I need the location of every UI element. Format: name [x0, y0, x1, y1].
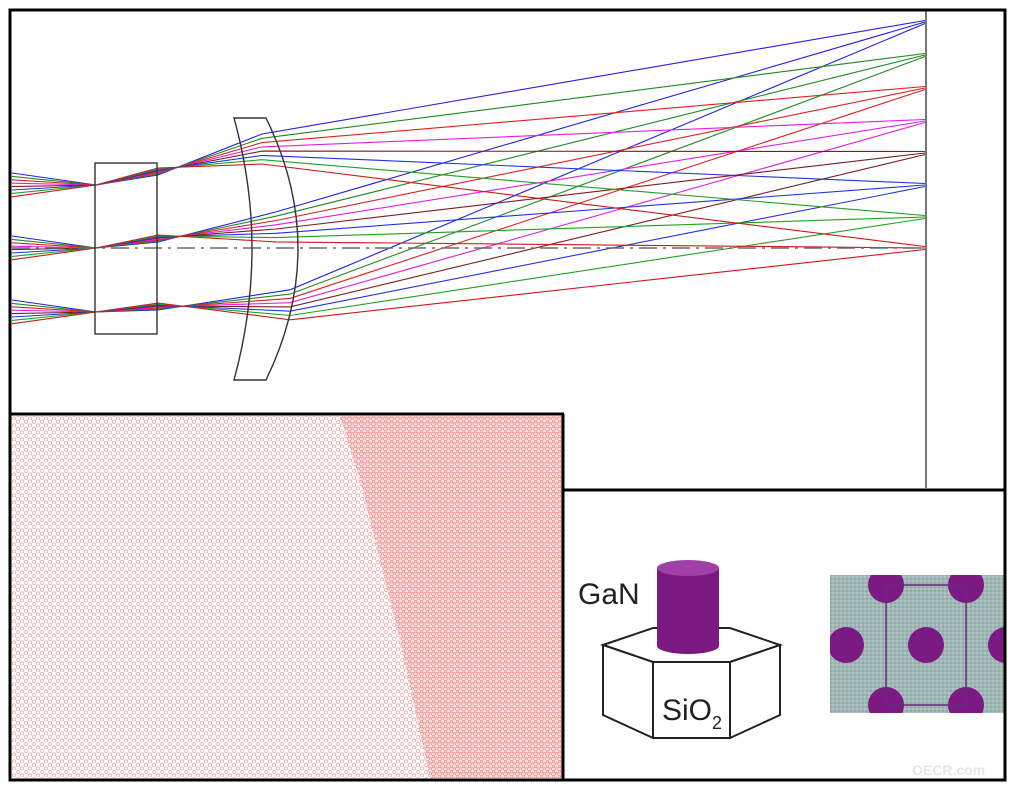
ray-line: [11, 248, 926, 325]
lattice-top-view: [830, 575, 1005, 713]
meniscus-lens: [233, 117, 299, 381]
ray-line: [11, 217, 926, 321]
ray-line: [11, 85, 926, 186]
ray-line: [11, 163, 926, 248]
hexagon-right-face: [729, 643, 781, 740]
ray-bundles: [11, 19, 926, 325]
ray-line: [11, 52, 926, 186]
ray-line: [11, 22, 926, 313]
ray-line: [11, 154, 926, 191]
ray-line: [11, 121, 926, 313]
lattice-pillar: [830, 627, 864, 663]
ray-line: [11, 234, 926, 261]
ray-line: [11, 55, 926, 313]
sio2-label-base: SiO: [662, 694, 712, 727]
watermark: OECR.com: [912, 762, 985, 778]
ray-line: [11, 152, 926, 251]
ray-trace-panel: [10, 10, 1005, 488]
pillar-top: [657, 560, 719, 576]
ray-trace-background: [10, 10, 1005, 488]
lattice-pillar: [988, 627, 1005, 663]
gan-label: GaN: [578, 578, 640, 611]
sio2-substrate: [599, 627, 784, 740]
metasurface-panel: [10, 414, 563, 780]
gan-nanopillar: [657, 560, 719, 654]
plane-parallel-plate: [94, 162, 158, 335]
sio2-label: SiO2: [662, 694, 722, 733]
ray-line: [11, 159, 926, 217]
ray-line: [11, 87, 926, 249]
ray-line: [11, 185, 926, 318]
ray-line: [11, 54, 926, 249]
lattice-unit-cell-outline: [885, 584, 967, 706]
ray-line: [11, 120, 926, 249]
ray-line: [11, 216, 926, 257]
ray-line: [11, 184, 926, 254]
ray-line: [11, 153, 926, 315]
ray-line: [11, 19, 926, 186]
metasurface-dense-region: [340, 416, 562, 778]
pillar-bottom: [657, 638, 719, 654]
ray-line: [11, 21, 926, 249]
ray-line: [11, 118, 926, 186]
ray-line: [11, 88, 926, 313]
ray-line: [11, 150, 926, 188]
sio2-label-subscript: 2: [712, 713, 722, 733]
lattice-pillar: [908, 627, 944, 663]
unit-cell-panel: GaN SiO2: [564, 490, 1005, 780]
pillar-body: [657, 568, 719, 646]
outer-border: [8, 8, 1007, 782]
